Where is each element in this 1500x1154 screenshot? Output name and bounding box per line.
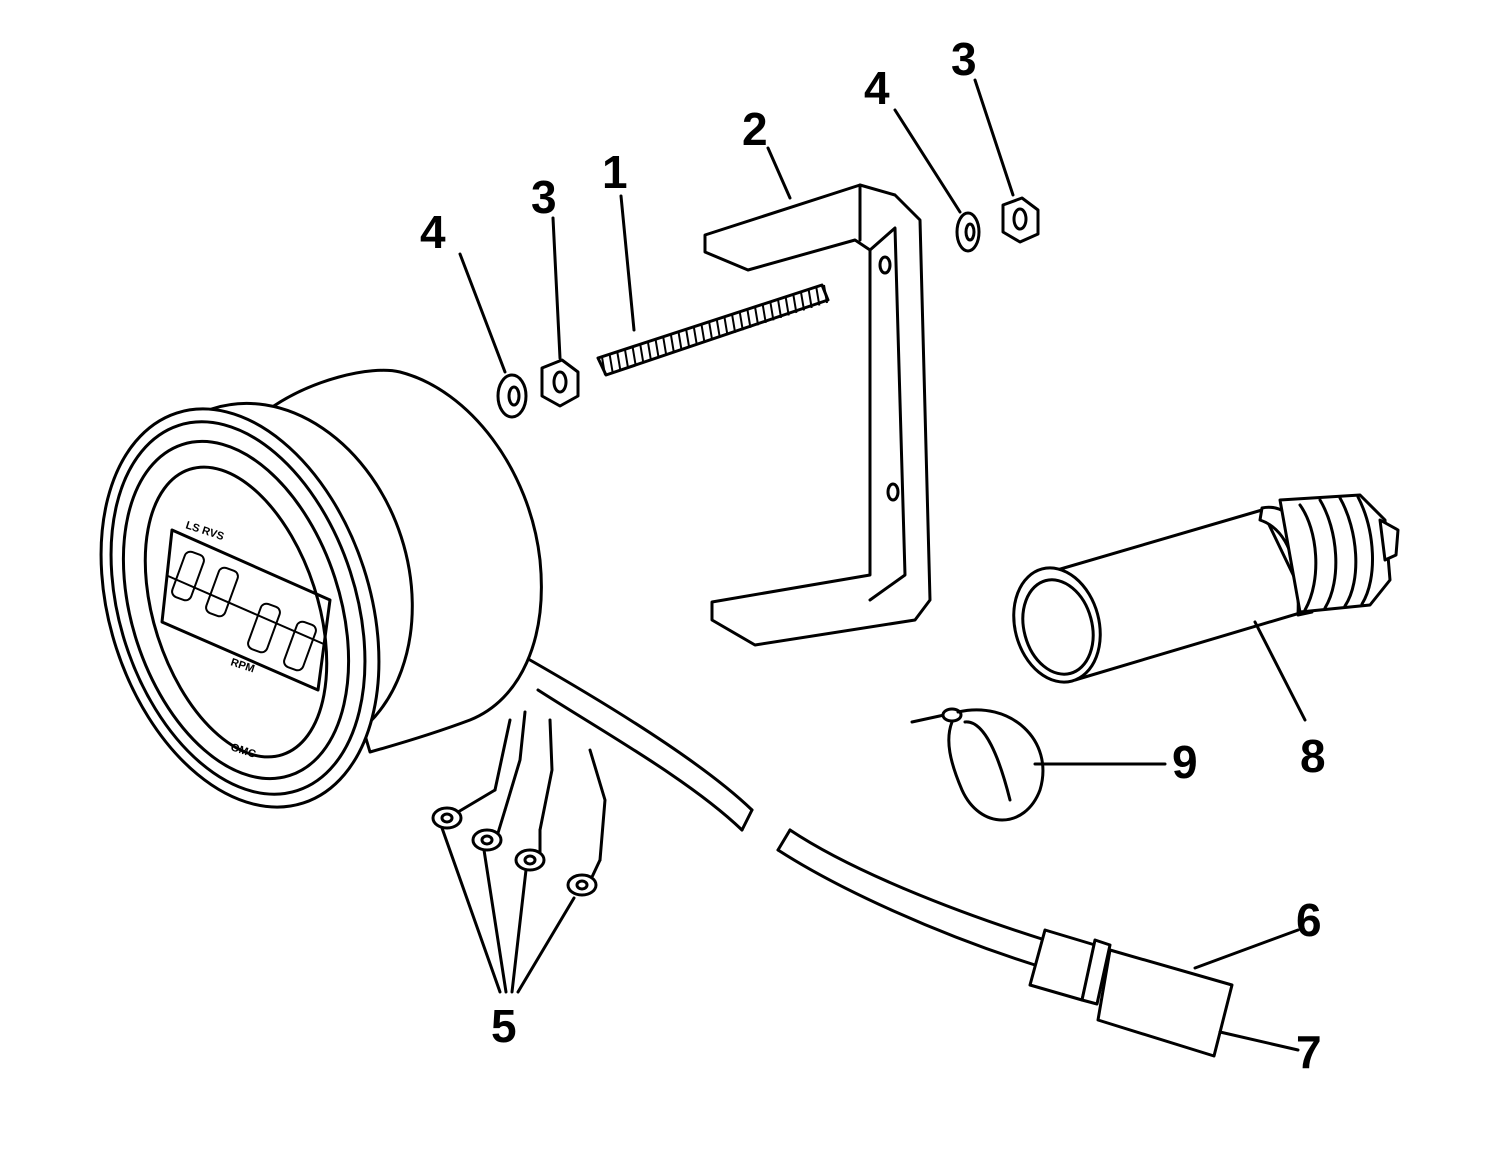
stud-thread-ridge xyxy=(784,297,790,316)
stud-thread-ridge xyxy=(677,332,683,351)
stud-thread-ridge xyxy=(723,317,729,336)
stud-thread-ridge xyxy=(692,327,698,346)
leader-lines xyxy=(440,78,1307,1052)
stud-thread-ridge xyxy=(800,292,806,311)
stud-thread-ridge xyxy=(646,341,652,361)
callout-5: 5 xyxy=(491,1000,517,1052)
stud-thread-ridge xyxy=(685,329,691,348)
callout-4: 4 xyxy=(864,62,890,114)
nut-right xyxy=(1001,196,1040,244)
callout-4: 4 xyxy=(420,206,446,258)
ring-terminal xyxy=(431,788,497,830)
stud-thread-ridge xyxy=(616,351,622,371)
mounting-bracket xyxy=(703,183,932,647)
callout-1: 1 xyxy=(602,146,628,198)
stud-thread-ridge xyxy=(761,304,767,324)
stud-thread-ridge xyxy=(815,287,821,306)
stud-thread-ridge xyxy=(601,356,606,376)
stud-thread-ridge xyxy=(639,344,645,363)
stud-thread-ridge xyxy=(715,319,721,338)
callout-9: 9 xyxy=(1172,736,1198,788)
ring-terminal xyxy=(566,858,602,897)
callout-8: 8 xyxy=(1300,730,1326,782)
callout-3: 3 xyxy=(531,171,557,223)
stud-thread-ridge xyxy=(731,314,737,333)
stud-thread-ridge xyxy=(708,322,714,341)
stud-thread-ridge xyxy=(823,284,828,304)
stud-thread-ridge xyxy=(623,349,629,368)
threaded-stud xyxy=(596,283,830,377)
callout-2: 2 xyxy=(742,103,768,155)
stud-thread-ridge xyxy=(807,289,813,309)
stud-thread-ridge xyxy=(700,324,706,343)
ring-terminal xyxy=(471,808,507,852)
callout-6: 6 xyxy=(1296,894,1322,946)
washer-right xyxy=(955,211,981,253)
connector-sleeve xyxy=(1012,493,1400,684)
stud-thread-ridge xyxy=(631,346,637,366)
stud-thread-ridge xyxy=(608,354,614,373)
callout-7: 7 xyxy=(1296,1026,1322,1078)
stud-thread-ridge xyxy=(738,312,744,331)
tie-strap xyxy=(910,707,1045,822)
stud-thread-ridge xyxy=(769,302,775,321)
gauge-face: LS RVS RPM OMC xyxy=(143,465,332,761)
stud-thread-ridge xyxy=(662,336,668,356)
wiring-harness xyxy=(493,658,1047,967)
stud-thread-ridge xyxy=(777,299,783,319)
ring-terminal xyxy=(514,828,546,872)
stud-thread-ridge xyxy=(746,309,752,328)
nut-left xyxy=(540,358,580,408)
stud-thread-ridge xyxy=(654,339,660,358)
stud-thread-ridge xyxy=(792,294,798,314)
callout-3: 3 xyxy=(951,33,977,85)
washer-left xyxy=(496,373,528,419)
connector-plug xyxy=(1028,928,1234,1058)
stud-thread-ridge xyxy=(754,307,760,326)
stud-thread-ridge xyxy=(669,334,675,353)
